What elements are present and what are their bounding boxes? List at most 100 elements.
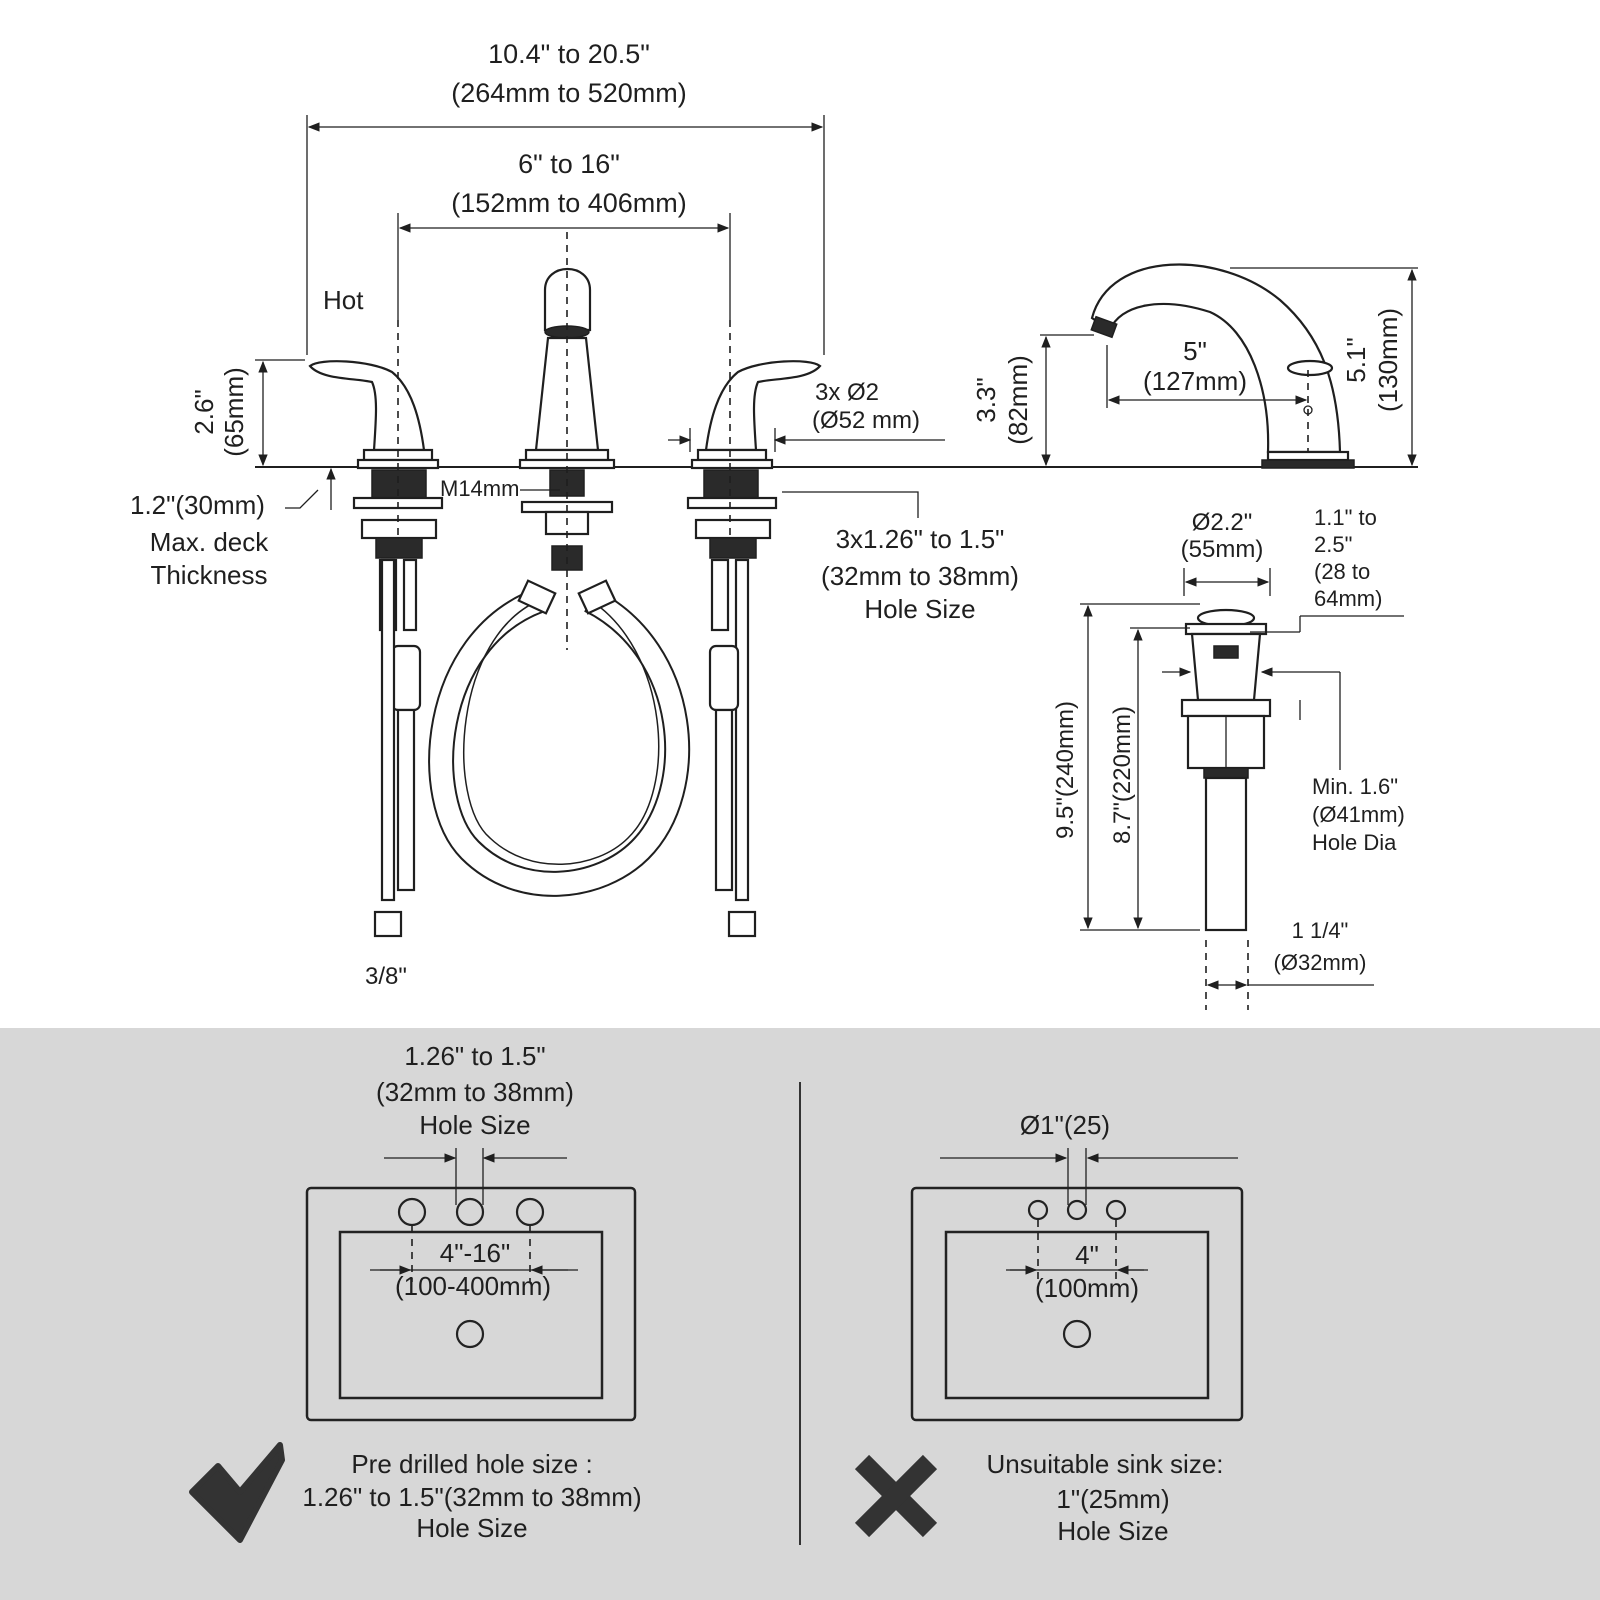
center-spread-inches: 6" to 16" [518, 149, 620, 179]
suitable-hole-left [397, 1197, 427, 1227]
suitable-caption-line-3: Hole Size [416, 1513, 527, 1543]
side-base [1261, 459, 1355, 469]
right-handle-base-ring [690, 458, 774, 470]
spout-height-inches: 3.3" [971, 377, 1001, 422]
left-shank-bottom [375, 537, 423, 559]
hose-loop-fill [430, 589, 689, 895]
unsuitable-sink-diagram: Ø1"(25) 4" (100mm) Unsuitable sink size:… [854, 1110, 1244, 1546]
drain-overflow-slot [1213, 645, 1239, 659]
spout-reach-inches: 5" [1183, 336, 1207, 366]
hole-size-mm: (32mm to 38mm) [821, 561, 1019, 591]
min-hole-line-2: (Ø41mm) [1312, 802, 1405, 827]
unsuitable-sink-outer [910, 1186, 1244, 1422]
right-supply-hose [714, 708, 734, 892]
hole-size-leader [782, 491, 919, 518]
right-lock-nut [694, 518, 772, 540]
side-handle-cap [1286, 359, 1334, 377]
unsuitable-drain-hole [1062, 1319, 1092, 1349]
drain-body-upper [1190, 632, 1262, 702]
right-supply-coupling [708, 644, 740, 712]
base-diameter-label: 3x Ø2 [815, 379, 879, 406]
left-handle [308, 360, 444, 559]
drain-cap-diameter-mm: (55mm) [1181, 536, 1264, 563]
drain-gasket [1180, 698, 1272, 718]
min-hole-line-1: Min. 1.6" [1312, 774, 1398, 799]
base-diameter-mm: (Ø52 mm) [812, 407, 920, 434]
right-supply-connector [727, 910, 757, 938]
faucet-front-view: 10.4" to 20.5" (264mm to 520mm) 6" to 16… [130, 39, 1418, 990]
hot-label: Hot [323, 285, 364, 315]
unsuitable-hole-size: Ø1"(25) [1020, 1110, 1110, 1140]
right-shank-bottom [709, 537, 757, 559]
deck-thickness-leader [285, 489, 319, 509]
unsuitable-spread-inches: 4" [1075, 1240, 1099, 1270]
handle-height-mm: (65mm) [219, 367, 249, 457]
left-supply-hose [396, 708, 416, 892]
right-braided-line [734, 558, 750, 902]
hole-size-inches: 3x1.26" to 1.5" [836, 524, 1005, 554]
drain-adjust-line-4: 64mm) [1314, 586, 1382, 611]
hose-right-fitting [577, 579, 617, 615]
center-spread-mm: (152mm to 406mm) [451, 188, 687, 218]
suitable-drain-hole [455, 1319, 485, 1349]
hose-loop-inner [463, 599, 660, 866]
suitable-spread-mm: (100-400mm) [395, 1271, 551, 1301]
deck-thickness-label-2: Thickness [150, 560, 267, 590]
handle-height-inches: 2.6" [189, 389, 219, 434]
right-mounting-nut [686, 496, 778, 510]
left-handle-lever [308, 360, 426, 452]
suitable-sink-basin [338, 1230, 604, 1400]
pop-up-drain: Ø2.2" (55mm) 9.5"(240mm) 8.7"(220mm) 1.1… [1052, 505, 1405, 1010]
spout-reach-mm: (127mm) [1143, 366, 1247, 396]
left-supply-tube [402, 558, 418, 632]
left-supply-connector [373, 910, 403, 938]
side-spout-body [1090, 263, 1342, 454]
checkmark-icon [189, 1442, 285, 1543]
suitable-hole-right [515, 1197, 545, 1227]
right-handle-lever [704, 360, 822, 452]
unsuitable-caption-line-2: 1"(25mm) [1056, 1484, 1169, 1514]
total-width-mm: (264mm to 520mm) [451, 78, 687, 108]
suitable-caption-line-1: Pre drilled hole size : [351, 1449, 592, 1479]
unsuitable-hole-center [1066, 1199, 1088, 1221]
deck-thickness-value: 1.2"(30mm) [130, 490, 265, 520]
tail-diameter-mm: (Ø32mm) [1274, 950, 1367, 975]
suitable-hole-size-mm: (32mm to 38mm) [376, 1077, 574, 1107]
right-handle [686, 360, 822, 559]
drain-adjust-line-1: 1.1" to [1314, 505, 1377, 530]
total-height-inches: 5.1" [1341, 337, 1371, 382]
suitable-hole-size-inches: 1.26" to 1.5" [404, 1041, 545, 1071]
unsuitable-caption-line-1: Unsuitable sink size: [987, 1449, 1224, 1479]
min-hole-line-3: Hole Dia [1312, 830, 1397, 855]
suitable-sink-outer [305, 1186, 637, 1422]
unsuitable-hole-left [1027, 1199, 1049, 1221]
suitable-hole-size-label: Hole Size [419, 1110, 530, 1140]
left-supply-coupling [390, 644, 422, 712]
suitable-caption-line-2: 1.26" to 1.5"(32mm to 38mm) [302, 1482, 641, 1512]
total-width-inches: 10.4" to 20.5" [488, 39, 650, 69]
total-height-mm: (130mm) [1373, 308, 1403, 412]
side-handle-pivot [1303, 405, 1313, 415]
left-lock-nut [360, 518, 438, 540]
side-escutcheon [1266, 450, 1350, 462]
hole-size-label: Hole Size [864, 594, 975, 624]
drain-total-length: 9.5"(240mm) [1052, 701, 1079, 839]
side-spout-aerator [1090, 315, 1118, 339]
left-braided-line [380, 558, 396, 902]
unsuitable-sink-basin [944, 1230, 1210, 1400]
connector-size-label: 3/8" [365, 963, 407, 990]
drain-adjust-line-2: 2.5" [1314, 532, 1352, 557]
deck-thickness-label-1: Max. deck [150, 527, 269, 557]
drain-cap-diameter: Ø2.2" [1192, 509, 1253, 536]
tail-diameter-inches: 1 1/4" [1292, 918, 1349, 943]
drain-body-length: 8.7"(220mm) [1109, 706, 1136, 844]
hose-left-fitting [517, 579, 557, 615]
left-shank-thread [371, 469, 427, 499]
faucet-side-view: 3.3" (82mm) 5" (127mm) 5.1" (130mm) [971, 263, 1418, 469]
spout-height-mm: (82mm) [1003, 355, 1033, 445]
thread-size-label: M14mm [440, 476, 519, 501]
unsuitable-spread-mm: (100mm) [1035, 1273, 1139, 1303]
supply-lines [373, 558, 757, 938]
